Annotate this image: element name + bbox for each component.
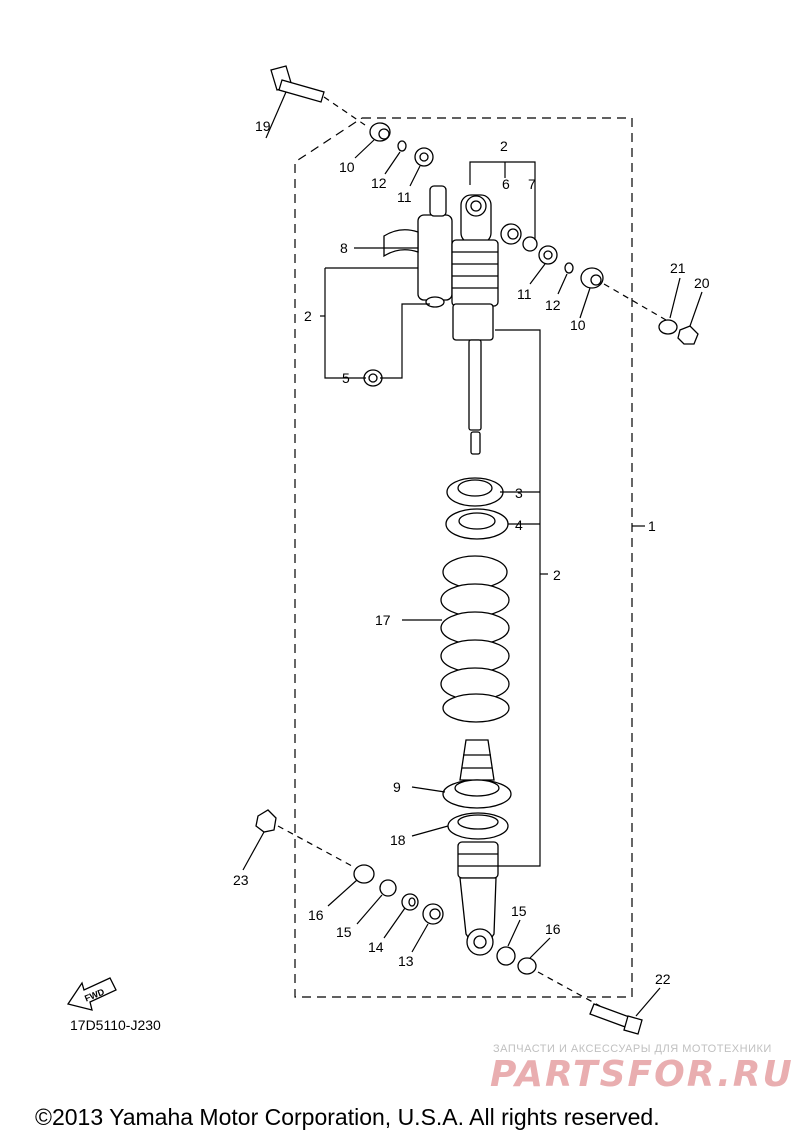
seal-14 [401, 893, 419, 911]
washer-21 [658, 319, 678, 335]
callout-12-upper: 12 [371, 175, 387, 191]
adjuster-5 [363, 369, 383, 387]
bracket-2-left [324, 268, 366, 379]
spring-guide-9 [442, 779, 512, 809]
callout-19: 19 [255, 118, 271, 134]
leader-12-right [557, 273, 568, 295]
callout-6: 6 [502, 176, 510, 192]
leader-11-upper [409, 165, 421, 187]
fwd-arrow-icon: FWD [66, 977, 117, 1011]
collar-15-left [379, 879, 397, 897]
oil-seal-7 [522, 236, 538, 252]
bracket-2-right [495, 329, 541, 867]
spring-seat-18 [447, 812, 509, 840]
callout-10-upper: 10 [339, 159, 355, 175]
callout-15-right: 15 [511, 903, 527, 919]
callout-11-right: 11 [517, 286, 532, 302]
callout-5: 5 [342, 370, 350, 386]
circlip-12-upper [397, 140, 407, 152]
callout-4: 4 [515, 517, 523, 533]
callout-10-right: 10 [570, 317, 586, 333]
callout-23: 23 [233, 872, 249, 888]
callout-14: 14 [368, 939, 384, 955]
callout-20: 20 [694, 275, 710, 291]
callout-12-right: 12 [545, 297, 561, 313]
leader-15-left [356, 894, 383, 925]
leader-9 [411, 786, 446, 793]
leader-11-right [529, 263, 546, 285]
callout-21: 21 [670, 260, 686, 276]
callout-16-left: 16 [308, 907, 324, 923]
axis-line-upper [603, 283, 667, 321]
callout-17: 17 [375, 612, 391, 628]
axis-line-bottom [537, 971, 601, 1007]
leader-12-upper [384, 151, 401, 175]
watermark-tagline: ЗАПЧАСТИ И АКСЕССУАРЫ ДЛЯ МОТОТЕХНИКИ [493, 1043, 772, 1055]
copyright-notice: ©2013 Yamaha Motor Corporation, U.S.A. A… [35, 1104, 660, 1130]
leader-14 [383, 907, 406, 939]
spring-17 [440, 555, 510, 723]
bearing-13 [422, 903, 444, 925]
leader-16-right [529, 937, 551, 959]
bolt-19 [270, 65, 366, 126]
callout-9: 9 [393, 779, 401, 795]
callout-8: 8 [340, 240, 348, 256]
collar-10-upper [369, 122, 391, 142]
leader-19 [265, 91, 287, 139]
bump-stop [459, 739, 495, 781]
callout-18: 18 [390, 832, 406, 848]
circlip-12-right [564, 262, 574, 274]
callout-11-upper: 11 [397, 189, 412, 205]
leader-22 [635, 987, 661, 1017]
leader-16-left [327, 879, 358, 907]
callout-7: 7 [528, 176, 536, 192]
bracket-2-top [469, 161, 536, 240]
drawing-code: 17D5110-J230 [70, 1017, 161, 1033]
lower-clevis [457, 841, 499, 956]
collar-10-right [580, 267, 604, 289]
reservoir [383, 185, 453, 308]
leader-18 [411, 825, 449, 837]
callout-13: 13 [398, 953, 414, 969]
axis-line-lower [277, 825, 353, 867]
ring-nut-3 [446, 477, 504, 507]
callout-2-right: 2 [553, 567, 561, 583]
leader-15-right [507, 919, 521, 947]
bushing-11-right [538, 245, 558, 265]
callout-1: 1 [648, 518, 656, 534]
washer-16-left [353, 864, 375, 884]
leader-20 [689, 291, 703, 327]
bushing-6 [500, 223, 522, 245]
callout-15-left: 15 [336, 924, 352, 940]
callout-22: 22 [655, 971, 671, 987]
leader-5 [380, 303, 430, 379]
bushing-11-upper [414, 147, 434, 167]
callout-3: 3 [515, 485, 523, 501]
leader-10-upper [354, 139, 375, 159]
nut-23 [255, 809, 277, 833]
watermark-logo: PARTSFOR.RU [490, 1054, 794, 1095]
leader-10-right [579, 287, 591, 319]
callout-2-top: 2 [500, 138, 508, 154]
callout-16-right: 16 [545, 921, 561, 937]
washer-16-right [517, 957, 537, 975]
collar-15-right [496, 946, 516, 966]
bolt-22 [589, 1003, 643, 1035]
leader-23 [242, 831, 265, 871]
ring-nut-4 [445, 508, 509, 540]
leader-13 [411, 923, 429, 953]
assembly-boundary [294, 117, 633, 998]
shock-body [451, 194, 499, 455]
callout-2-left: 2 [304, 308, 312, 324]
leader-21 [669, 277, 681, 319]
nut-20 [677, 325, 699, 345]
